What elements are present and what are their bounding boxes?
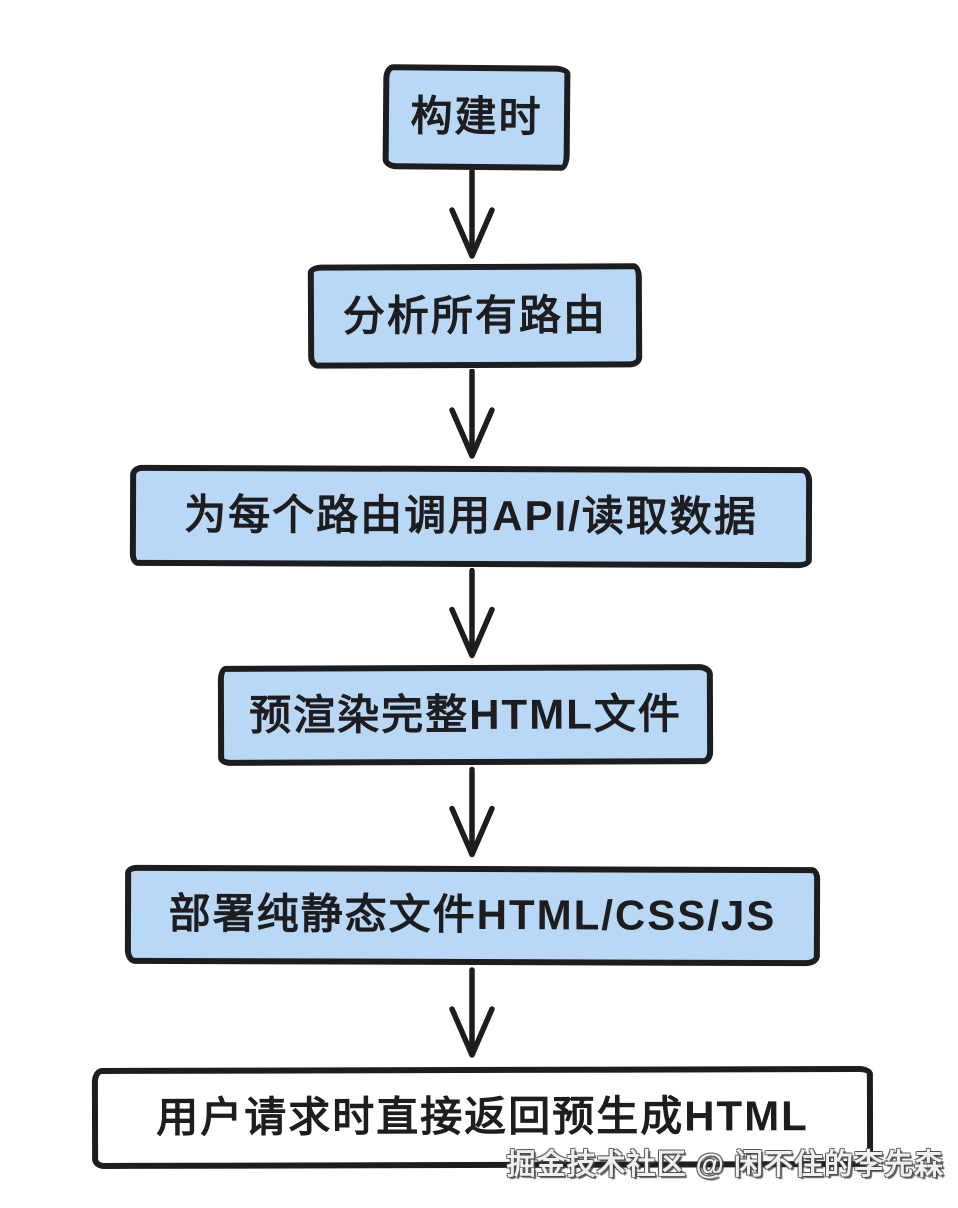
- arrow-down-icon: [449, 369, 495, 459]
- flow-node-prerender-html: 预渲染完整HTML文件: [217, 664, 714, 766]
- flow-node-deploy-static-files: 部署纯静态文件HTML/CSS/JS: [124, 864, 821, 967]
- flow-node-build-time: 构建时: [382, 64, 571, 171]
- flow-node-label: 部署纯静态文件HTML/CSS/JS: [168, 890, 777, 940]
- arrow-down-icon: [449, 766, 495, 858]
- flow-node-label: 用户请求时直接返回预生成HTML: [156, 1092, 809, 1142]
- flow-node-label: 预渲染完整HTML文件: [249, 690, 682, 739]
- flow-node-analyze-routes: 分析所有路由: [307, 263, 643, 369]
- flow-node-label: 分析所有路由: [342, 291, 608, 340]
- flow-node-label: 为每个路由调用API/读取数据: [184, 491, 758, 541]
- flow-node-label: 构建时: [410, 92, 543, 141]
- flow-node-call-api-read-data: 为每个路由调用API/读取数据: [129, 464, 813, 569]
- arrow-down-icon: [449, 568, 495, 659]
- arrow-down-icon: [449, 170, 495, 259]
- watermark-text: 掘金技术社区 @ 闲不住的李先森: [506, 1149, 944, 1181]
- arrow-down-icon: [449, 967, 495, 1058]
